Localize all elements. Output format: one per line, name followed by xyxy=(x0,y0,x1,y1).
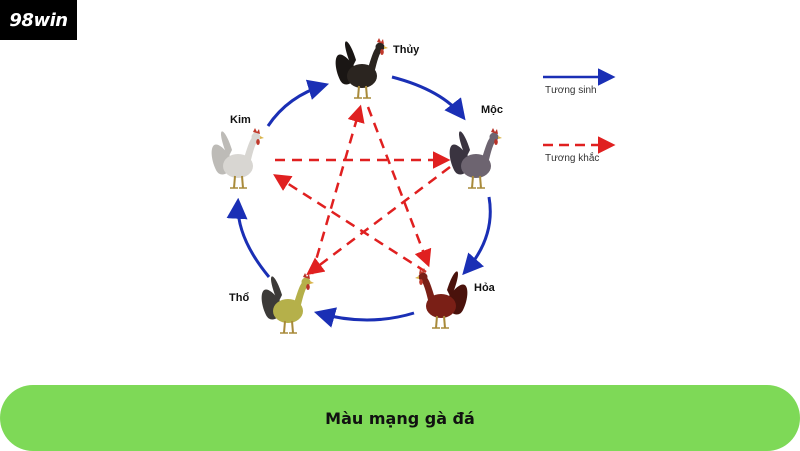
legend-generate-label: Tương sinh xyxy=(545,85,597,96)
brand-logo: 98win xyxy=(0,0,77,40)
rooster-kim xyxy=(211,128,264,189)
caption-banner: Màu mạng gà đá xyxy=(0,385,800,451)
rooster-group xyxy=(211,38,502,334)
node-label-hoa: Hỏa xyxy=(474,282,496,294)
overcome-arrow-thuy-hoa xyxy=(366,106,432,268)
five-elements-diagram: Thủy Mộc Hỏa Thổ Kim Tương sinh Tương kh… xyxy=(211,38,616,334)
legend: Tương sinh Tương khắc xyxy=(543,68,616,164)
generate-arrow-kim-thuy xyxy=(266,79,330,127)
node-label-tho: Thổ xyxy=(229,292,249,304)
rooster-moc xyxy=(449,128,502,189)
legend-overcome-label: Tương khắc xyxy=(545,151,599,164)
overcome-arrow-tho-thuy xyxy=(310,104,365,275)
generate-arrow-hoa-tho xyxy=(313,307,415,328)
caption-text: Màu mạng gà đá xyxy=(325,408,475,428)
brand-logo-text: 98win xyxy=(9,9,68,31)
generate-arrow-tho-kim xyxy=(226,197,271,278)
rooster-hoa xyxy=(415,268,468,329)
node-label-kim: Kim xyxy=(230,114,251,126)
generate-arrow-moc-hoa xyxy=(462,196,492,276)
overcome-arrow-moc-tho xyxy=(306,166,451,276)
overcome-star xyxy=(273,104,451,276)
generate-cycle xyxy=(226,75,492,328)
generate-arrow-thuy-moc xyxy=(391,75,466,121)
node-label-thuy: Thủy xyxy=(393,44,420,56)
node-label-moc: Mộc xyxy=(481,104,503,116)
rooster-thuy xyxy=(335,38,388,99)
rooster-tho xyxy=(261,273,314,334)
overcome-arrow-hoa-kim xyxy=(273,174,427,274)
